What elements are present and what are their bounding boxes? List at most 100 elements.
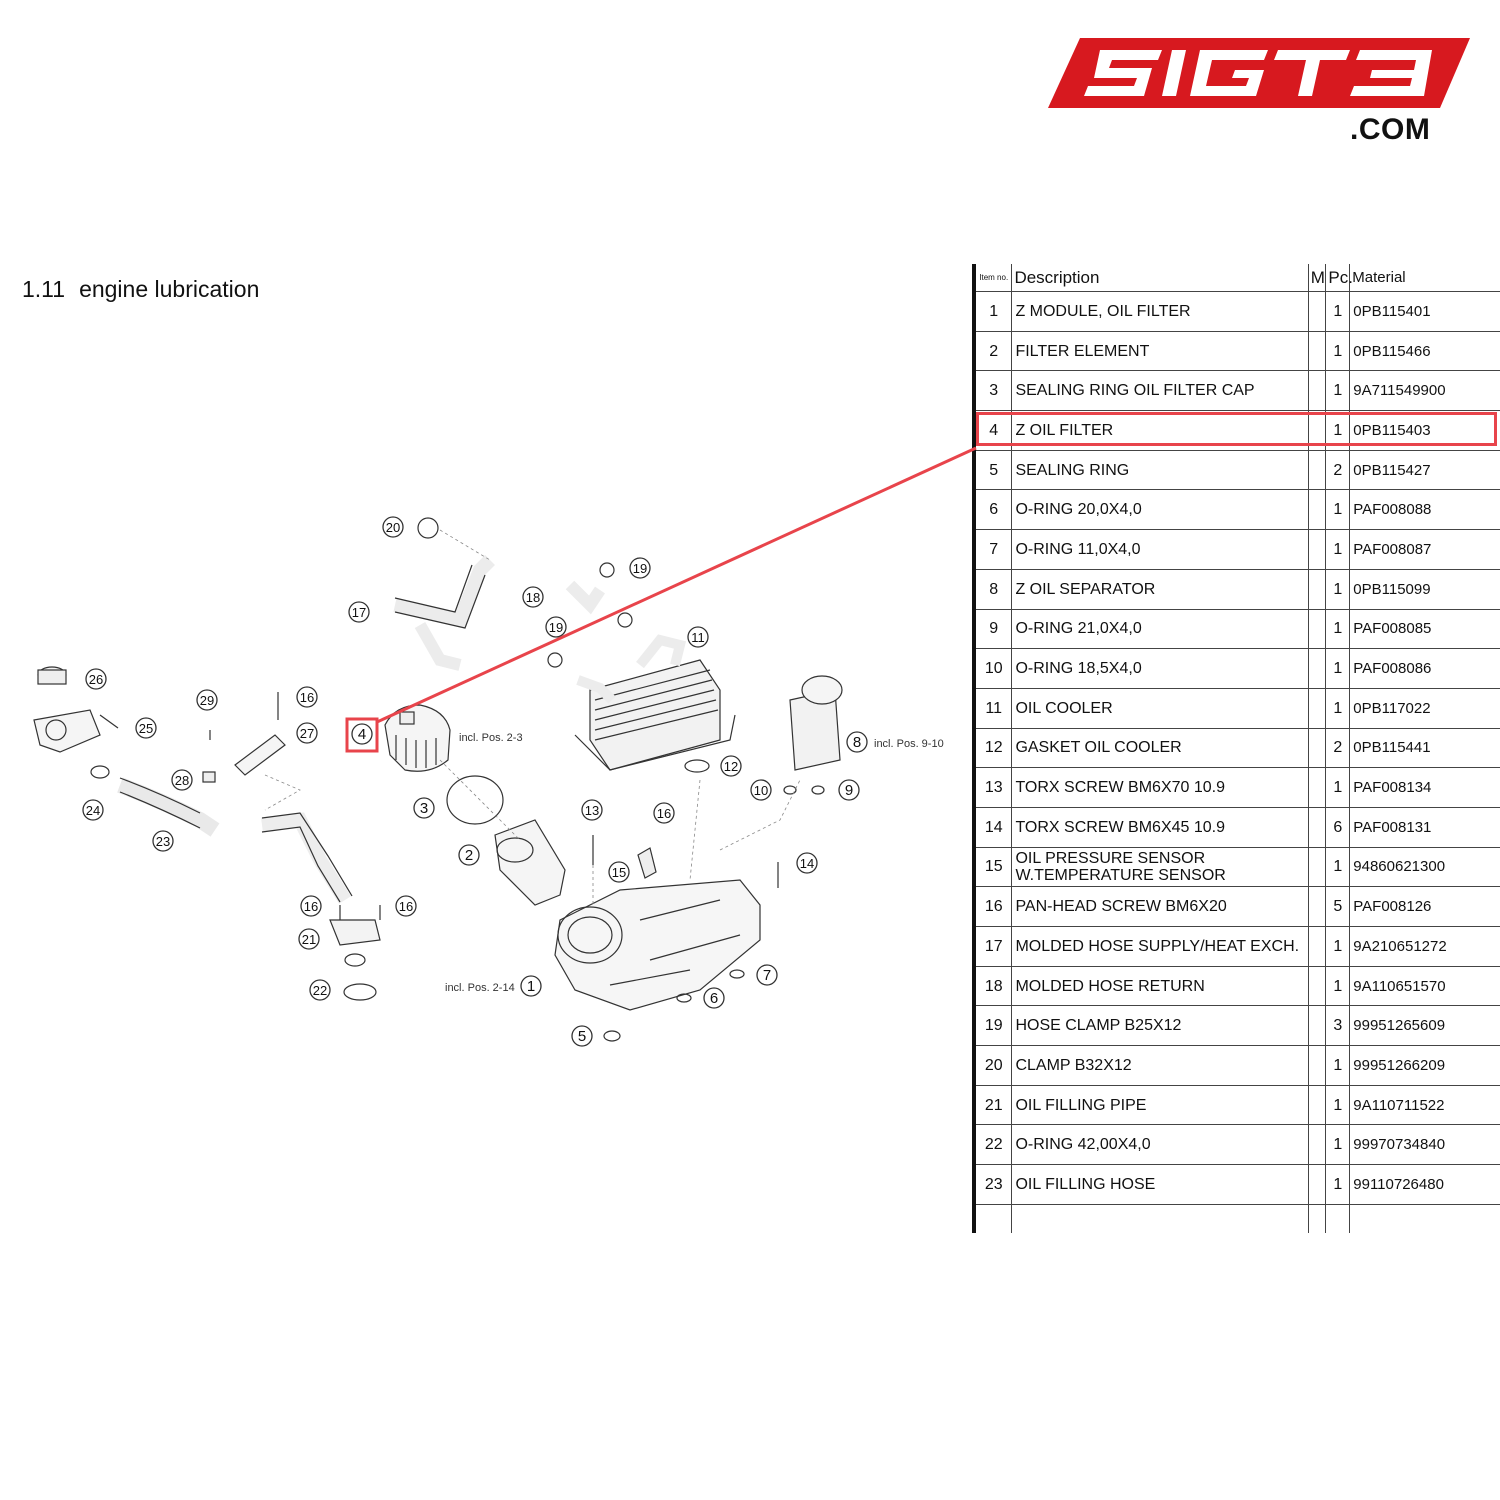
cell-item-no: 7 <box>972 529 1012 570</box>
filler-cell <box>972 1204 1012 1233</box>
cell-pc: 1 <box>1325 966 1350 1007</box>
row-highlight-box <box>976 412 1497 446</box>
cell-description: O-RING 20,0X4,0 <box>1011 489 1309 531</box>
cell-m <box>1307 450 1326 491</box>
cell-description: TORX SCREW BM6X70 10.9 <box>1011 767 1309 808</box>
svg-text:7: 7 <box>763 967 771 984</box>
cell-pc: 1 <box>1325 926 1350 967</box>
cell-m <box>1307 609 1326 650</box>
cell-description: MOLDED HOSE SUPPLY/HEAT EXCH. <box>1011 926 1309 967</box>
svg-text:21: 21 <box>302 932 316 947</box>
callout-24: 24 <box>82 799 104 821</box>
cell-description: HOSE CLAMP B25X12 <box>1011 1005 1309 1047</box>
exploded-parts-diagram: 1 2 3 4 5 6 7 8 9 10 11 12 13 14 15 16 1… <box>33 516 944 1047</box>
cell-m <box>1307 926 1326 967</box>
svg-text:17: 17 <box>352 605 366 620</box>
svg-text:28: 28 <box>175 773 189 788</box>
callout-16c: 16 <box>300 895 322 917</box>
cell-material: 0PB115466 <box>1349 331 1500 372</box>
cell-pc: 1 <box>1325 529 1350 570</box>
svg-text:16: 16 <box>300 690 314 705</box>
svg-text:6: 6 <box>710 990 718 1007</box>
cell-material: PAF008131 <box>1349 807 1500 848</box>
cell-m <box>1307 1005 1326 1047</box>
cell-m <box>1307 688 1326 729</box>
callout-6: 6 <box>703 987 725 1009</box>
table-filler-row <box>972 1204 1500 1233</box>
cell-item-no: 1 <box>972 291 1012 332</box>
cell-description: GASKET OIL COOLER <box>1011 728 1309 769</box>
cell-pc: 1 <box>1325 688 1350 729</box>
cell-material: 0PB115441 <box>1349 728 1500 769</box>
callout-15: 15 <box>608 861 630 883</box>
note-callout-4: incl. Pos. 2-3 <box>459 732 523 744</box>
svg-text:15: 15 <box>612 865 626 880</box>
callout-22: 22 <box>309 979 331 1001</box>
cell-item-no: 9 <box>972 609 1012 650</box>
cell-description: O-RING 42,00X4,0 <box>1011 1124 1309 1166</box>
callout-2: 2 <box>458 844 480 866</box>
cell-item-no: 2 <box>972 331 1012 372</box>
cell-m <box>1307 331 1326 372</box>
cell-item-no: 21 <box>972 1085 1012 1126</box>
svg-text:9: 9 <box>845 782 853 799</box>
callout-13: 13 <box>581 799 603 821</box>
cell-m <box>1307 569 1326 610</box>
cell-item-no: 5 <box>972 450 1012 491</box>
brand-logo <box>1048 38 1470 108</box>
cell-item-no: 14 <box>972 807 1012 848</box>
cell-pc: 1 <box>1325 489 1350 531</box>
svg-text:2: 2 <box>465 847 473 864</box>
svg-text:3: 3 <box>420 800 428 817</box>
header-description: Description <box>1011 264 1309 292</box>
svg-text:26: 26 <box>89 672 103 687</box>
cell-m <box>1307 847 1326 888</box>
callout-27: 27 <box>296 722 318 744</box>
svg-text:11: 11 <box>691 630 705 645</box>
cell-description: OIL PRESSURE SENSOR W.TEMPERATURE SENSOR <box>1011 847 1309 888</box>
cell-material: 99951265609 <box>1349 1005 1500 1047</box>
cell-pc: 1 <box>1325 569 1350 610</box>
cell-item-no: 6 <box>972 489 1012 531</box>
svg-text:25: 25 <box>139 721 153 736</box>
filler-cell <box>1307 1204 1326 1233</box>
cell-m <box>1307 648 1326 689</box>
cell-m <box>1307 529 1326 570</box>
callout-28: 28 <box>171 769 193 791</box>
cell-pc: 1 <box>1325 1164 1350 1205</box>
cell-item-no: 11 <box>972 688 1012 729</box>
cell-description: O-RING 18,5X4,0 <box>1011 648 1309 689</box>
cell-pc: 1 <box>1325 1045 1350 1086</box>
cell-m <box>1307 1164 1326 1205</box>
cell-description: SEALING RING OIL FILTER CAP <box>1011 370 1309 412</box>
svg-text:22: 22 <box>313 983 327 998</box>
cell-m <box>1307 1085 1326 1126</box>
cell-pc: 1 <box>1325 1085 1350 1126</box>
cell-material: PAF008085 <box>1349 609 1500 650</box>
svg-text:16: 16 <box>399 899 413 914</box>
cell-material: 9A110651570 <box>1349 966 1500 1007</box>
